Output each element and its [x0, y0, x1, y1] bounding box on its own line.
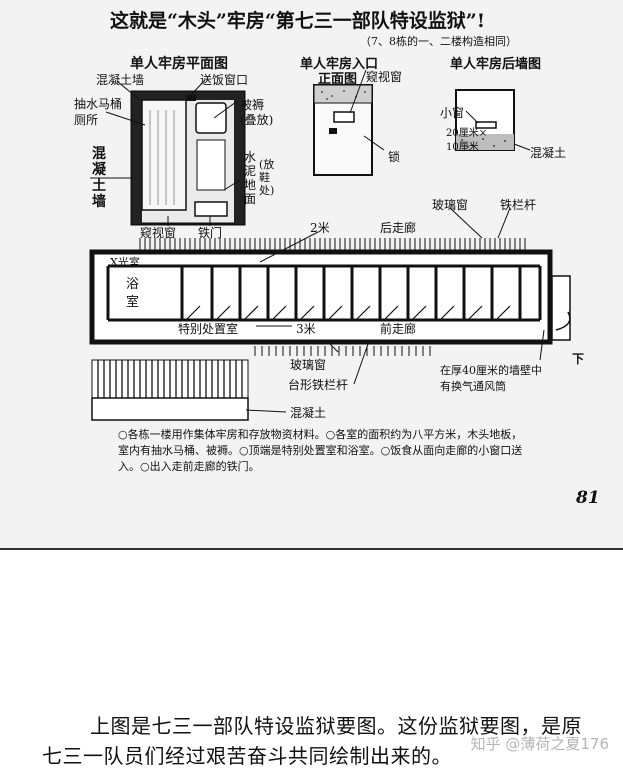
label-iron-door: 铁门: [198, 226, 223, 240]
label-food-slot: 送饭窗口: [200, 73, 249, 87]
label-toilet: 抽水马桶 厕所: [74, 97, 123, 127]
label-bathroom: 浴 室: [126, 277, 140, 310]
watermark: 知乎 @薄荷之夏176: [470, 735, 609, 753]
label-lock: 锁: [388, 150, 401, 164]
cell-floor-plan: [90, 79, 246, 226]
label-iron-railing-top: 铁栏杆: [500, 198, 537, 212]
caption-line-2: 七三一队员们经过艰苦奋斗共同绘制出来的。: [42, 744, 452, 768]
label-small-window: 小窗: [440, 106, 465, 120]
cell-back-wall: [455, 89, 531, 151]
label-special-room: 特别处置室: [178, 322, 239, 336]
notes-line-3: 入。○出入走前走廊的铁门。: [118, 460, 260, 473]
label-concrete-wall-top: 混凝土墙: [96, 73, 145, 87]
label-window-size-1: 20厘米×: [446, 128, 488, 139]
notes-line-1: ○各栋一楼用作集体牢房和存放物资材料。○各室的面积约为八平方米，木头地板，: [118, 428, 523, 441]
label-concrete-wall-side: 混 凝 土 墙: [92, 146, 106, 210]
label-glass-window-bottom: 玻璃窗: [290, 358, 327, 372]
label-down: 下: [572, 352, 585, 366]
page-number: 81: [576, 488, 600, 508]
scanned-figure-page: 这就是“木头”牢房“第七三一部队特设监狱”! （7、8栋的一、二楼构造相同） 单…: [0, 0, 623, 548]
label-bedding-note: (叠放): [240, 113, 274, 127]
article-body: 上图是七三一部队特设监狱要图。这份监狱要图，是原 七三一队员们经过艰苦奋斗共同绘…: [0, 550, 623, 770]
label-platform-railing: 台形铁栏杆: [288, 378, 349, 392]
label-glass-window-top: 玻璃窗: [432, 198, 469, 212]
building-plan: [89, 207, 571, 421]
label-vent-line1: 在厚40厘米的墙壁中: [440, 364, 542, 377]
entrance-front-view: 正面图: [318, 72, 358, 87]
back-wall-heading: 单人牢房后墙图: [450, 57, 542, 72]
label-bedding: 被褥: [240, 98, 265, 112]
floor-plan-heading: 单人牢房平面图: [130, 56, 228, 72]
label-shoe-place: (放 鞋 处): [259, 158, 275, 197]
label-window-size-2: 10厘米: [446, 142, 479, 153]
label-three-meters: 3米: [296, 322, 316, 336]
label-peephole-entrance: 窥视窗: [366, 70, 403, 84]
entrance-heading: 单人牢房入口: [300, 57, 379, 72]
label-front-corridor: 前走廊: [380, 322, 417, 336]
figure-subtitle: （7、8栋的一、二楼构造相同）: [360, 35, 517, 48]
label-concrete-bottom: 混凝土: [290, 406, 327, 420]
label-peephole-plan: 窥视窗: [140, 226, 177, 240]
notes-line-2: 室内有抽水马桶、被褥。○顶端是特别处置室和浴室。○饭食从面向走廊的小窗口送: [118, 444, 523, 457]
label-cement-floor: 水 泥 地 面: [244, 150, 257, 206]
label-back-concrete: 混凝土: [530, 146, 567, 160]
label-x-ray-room: X光室: [110, 256, 140, 269]
label-vent-line2: 有换气通风筒: [440, 380, 506, 393]
caption-line-1: 上图是七三一部队特设监狱要图。这份监狱要图，是原: [90, 714, 582, 738]
label-back-corridor: 后走廊: [380, 221, 417, 235]
label-two-meters: 2米: [310, 221, 330, 235]
figure-title: 这就是“木头”牢房“第七三一部队特设监狱”!: [110, 10, 486, 32]
prison-layout-diagram: [89, 69, 571, 421]
page-divider: [0, 548, 623, 550]
cell-entrance-front-view: [313, 69, 385, 176]
